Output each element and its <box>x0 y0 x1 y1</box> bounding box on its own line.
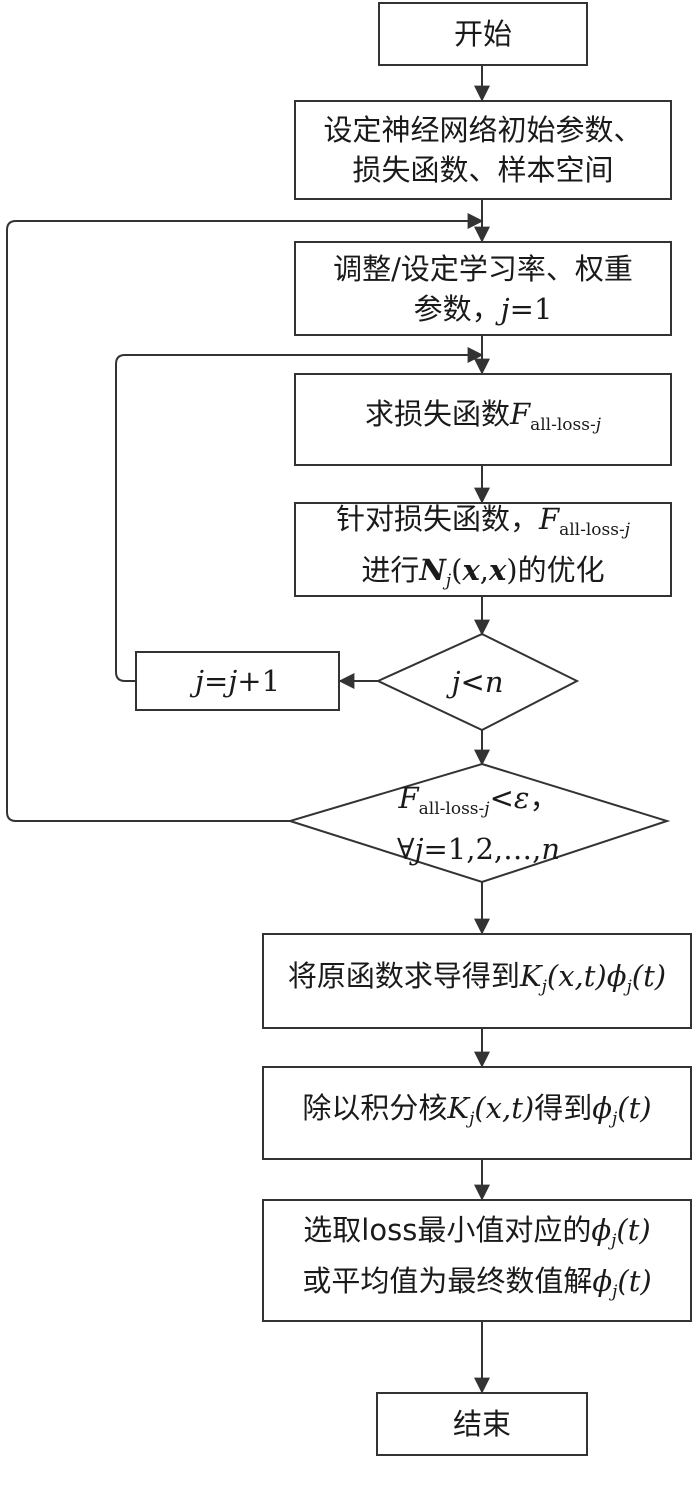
derive-phi: ϕ <box>606 958 627 993</box>
optimize-subscript-var: j <box>624 519 631 540</box>
select-phi-sub: j <box>611 1230 617 1251</box>
loss-line: 求损失函数Fall-loss-j <box>365 394 601 445</box>
decision2-line-1: Fall-loss-j<ε， <box>399 778 559 829</box>
decision1-lhs: j <box>451 665 461 699</box>
decision2-lt: < <box>489 780 514 815</box>
decision2-epsilon: ε <box>513 780 530 815</box>
select-phi: ϕ <box>591 1212 612 1247</box>
select-line-1: 选取loss最小值对应的ϕj(t) <box>303 1210 650 1261</box>
optimize-args-comma: , <box>479 552 489 587</box>
adjust-learning-rate-node: 调整/设定学习率、权重 参数，j=1 <box>294 241 672 336</box>
decision-converged: Fall-loss-j<ε， ∀j=1,2,…,n <box>290 764 667 882</box>
decision2-seq: 1,2,…, <box>447 831 542 866</box>
optimize-line-2-pre: 进行 <box>361 552 420 587</box>
select-phi-2-sub: j <box>612 1281 618 1302</box>
increment-expression: j=j+1 <box>195 661 280 701</box>
decision-converged-shape <box>286 762 671 884</box>
optimize-args-close: ) <box>506 552 518 587</box>
decision-j-less-n-shape <box>375 632 580 732</box>
divide-phi: ϕ <box>592 1090 613 1125</box>
loop-decision2-to-adjust <box>6 213 484 822</box>
init-parameters-node: 设定神经网络初始参数、 损失函数、样本空间 <box>294 100 672 200</box>
select-phi-2: ϕ <box>592 1263 613 1298</box>
divide-phi-args: (t) <box>617 1090 652 1125</box>
derive-kernel: K <box>519 958 542 993</box>
increment-lhs: j <box>194 664 204 698</box>
loss-subscript-var: j <box>595 415 602 435</box>
decision2-var: j <box>414 831 424 866</box>
decision2-eq: = <box>423 831 448 866</box>
divide-kernel: K <box>447 1090 470 1125</box>
optimize-network-symbol: N <box>419 552 446 587</box>
derive-phi-args: (t) <box>631 958 667 993</box>
select-solution-node: 选取loss最小值对应的ϕj(t) 或平均值为最终数值解ϕj(t) <box>262 1199 692 1322</box>
optimize-network-sub: j <box>445 570 452 591</box>
derive-text: 将原函数求导得到 <box>287 958 520 993</box>
select-phi-args: (t) <box>616 1212 651 1247</box>
decision2-n: n <box>541 831 561 866</box>
derive-node: 将原函数求导得到Kj(x,t)ϕj(t) <box>262 933 692 1029</box>
adjust-line-2-text: 参数， <box>413 291 501 326</box>
end-node: 结束 <box>376 1392 588 1456</box>
derive-kernel-sub: j <box>541 976 547 997</box>
select-line-2-text: 或平均值为最终数值解 <box>302 1263 593 1298</box>
optimize-line-1: 针对损失函数，Fall-loss-j <box>336 499 630 550</box>
decision2-forall: ∀ <box>396 831 415 866</box>
decision2-symbol: F <box>398 780 419 815</box>
adjust-op: = <box>509 291 534 326</box>
end-label: 结束 <box>452 1407 511 1441</box>
divide-text-2: 得到 <box>534 1090 593 1125</box>
select-phi-2-args: (t) <box>617 1263 652 1298</box>
increment-rhs: j <box>228 664 238 698</box>
derive-kernel-args: (x,t) <box>546 958 607 993</box>
divide-kernel-node: 除以积分核Kj(x,t)得到ϕj(t) <box>262 1066 692 1160</box>
increment-node: j=j+1 <box>135 651 340 711</box>
decision2-line-2: ∀j=1,2,…,n <box>397 829 560 869</box>
increment-plus: +1 <box>237 664 281 698</box>
optimize-node: 针对损失函数，Fall-loss-j 进行Nj(x,x)的优化 <box>294 502 672 597</box>
optimize-arg-1: x <box>462 552 480 587</box>
loss-subscript: all-loss- <box>530 415 596 435</box>
compute-loss-node: 求损失函数Fall-loss-j <box>294 373 672 466</box>
optimize-args-open: ( <box>451 552 463 587</box>
init-line-2: 损失函数、样本空间 <box>352 153 614 187</box>
adjust-var: j <box>500 291 510 326</box>
decision-j-less-n: j<n <box>378 634 577 730</box>
optimize-line-1-text: 针对损失函数， <box>335 501 539 536</box>
optimize-subscript: all-loss- <box>559 519 625 540</box>
start-node: 开始 <box>378 2 588 66</box>
optimize-line-2-post: 的优化 <box>517 552 605 587</box>
derive-line: 将原函数求导得到Kj(x,t)ϕj(t) <box>288 956 666 1007</box>
optimize-symbol: F <box>538 501 560 536</box>
divide-phi-sub: j <box>612 1108 618 1129</box>
loss-text: 求损失函数 <box>364 397 510 431</box>
decision1-expression: j<n <box>452 662 504 702</box>
decision2-sep: ， <box>529 780 559 815</box>
loop-increment-to-loss <box>115 347 484 682</box>
divide-text-1: 除以积分核 <box>302 1090 448 1125</box>
select-line-1-text: 选取loss最小值对应的 <box>303 1212 592 1247</box>
decision1-op: < <box>460 665 485 699</box>
divide-kernel-sub: j <box>469 1108 475 1129</box>
adjust-val: 1 <box>533 291 553 326</box>
start-label: 开始 <box>453 17 512 51</box>
loss-symbol: F <box>509 397 531 431</box>
init-line-1: 设定神经网络初始参数、 <box>323 113 643 147</box>
increment-eq: = <box>203 664 229 698</box>
decision2-subscript-var: j <box>484 798 490 819</box>
divide-kernel-args: (x,t) <box>474 1090 535 1125</box>
decision2-subscript: all-loss- <box>418 798 485 819</box>
derive-phi-sub: j <box>626 976 632 997</box>
adjust-line-2: 参数，j=1 <box>414 289 553 329</box>
optimize-arg-2: x <box>489 552 507 587</box>
divide-line: 除以积分核Kj(x,t)得到ϕj(t) <box>302 1088 651 1139</box>
optimize-line-2: 进行Nj(x,x)的优化 <box>361 550 604 601</box>
select-line-2: 或平均值为最终数值解ϕj(t) <box>302 1261 651 1312</box>
decision1-rhs: n <box>484 665 504 699</box>
adjust-line-1: 调整/设定学习率、权重 <box>333 251 633 286</box>
